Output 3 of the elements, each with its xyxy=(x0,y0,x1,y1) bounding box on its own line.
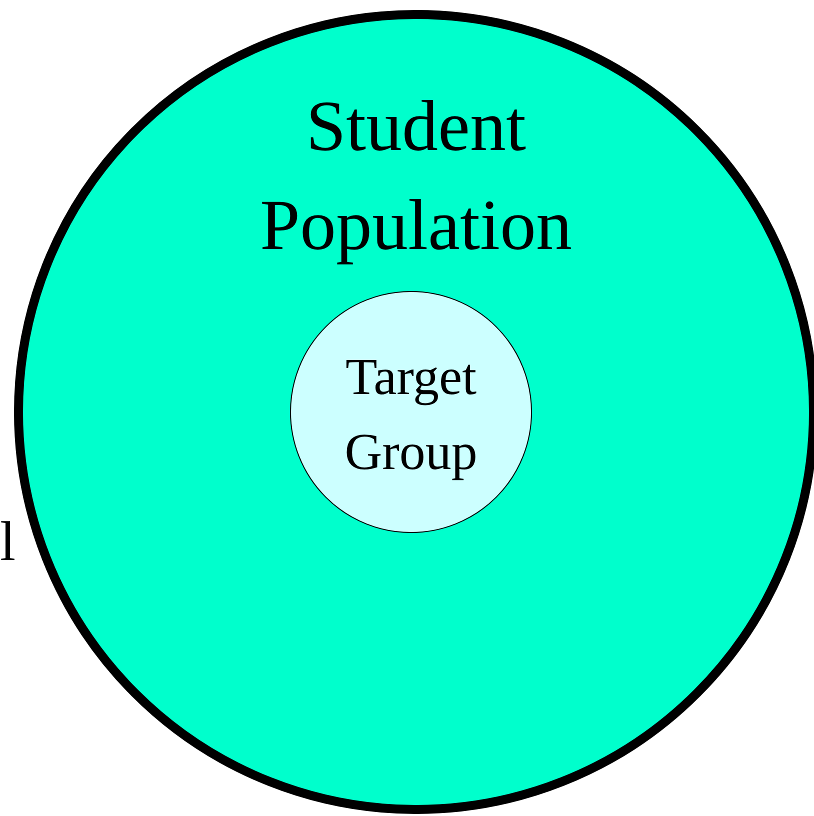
circle-label: Target Group xyxy=(344,349,478,482)
circle-label: Student Population xyxy=(260,86,572,266)
cut-off-text: l xyxy=(0,510,16,574)
